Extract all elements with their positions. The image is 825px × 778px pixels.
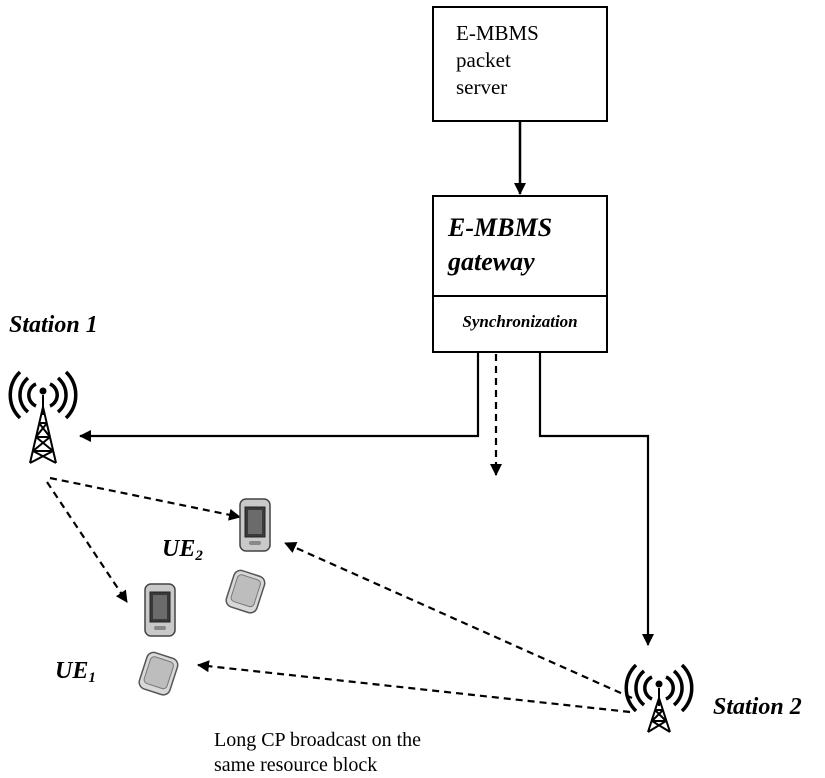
ue1-label-sub: 1 <box>88 670 96 686</box>
antenna-tower-icon <box>624 663 694 733</box>
gateway-line-1: E-MBMS <box>448 213 553 242</box>
gateway-label: E-MBMS gateway <box>448 211 552 279</box>
gateway-box: E-MBMS gateway Synchronization <box>432 195 608 353</box>
flip-phone-icon <box>144 583 176 637</box>
gateway-divider <box>434 295 606 297</box>
server-line-2: packet <box>456 48 511 72</box>
server-line-3: server <box>456 75 508 99</box>
flip-phone-icon <box>239 498 271 552</box>
ue2-label-text: UE <box>162 536 196 562</box>
synchronization-label: Synchronization <box>462 312 578 331</box>
antenna-tower-icon <box>8 370 78 464</box>
ue1-label: UE1 <box>55 658 96 687</box>
gateway-line-2: gateway <box>448 247 535 276</box>
flip-phone-icon <box>138 651 179 696</box>
flip-phone-icon <box>225 569 266 614</box>
packet-server-box: E-MBMS packet server <box>432 6 608 122</box>
packet-server-label: E-MBMS packet server <box>456 20 539 101</box>
caption-line-2: same resource block <box>214 754 378 776</box>
station2-to-ue2-dashed-arrow <box>284 541 633 700</box>
caption-line-1: Long CP broadcast on the <box>214 729 422 751</box>
station1-label: Station 1 <box>9 312 98 338</box>
station1-to-ue1-dashed-arrow <box>46 481 128 603</box>
gateway-to-station1-arrow <box>79 352 480 442</box>
station2-to-ue1-dashed-arrow <box>197 660 631 714</box>
station2-label: Station 2 <box>713 694 802 720</box>
ue1-label-text: UE <box>55 658 89 684</box>
station1-to-ue2-dashed-arrow <box>49 476 241 521</box>
caption: Long CP broadcast on the same resource b… <box>214 728 421 778</box>
ue2-label: UE2 <box>162 536 203 565</box>
gateway-to-station2-arrow <box>538 352 654 646</box>
ue2-label-sub: 2 <box>195 548 203 564</box>
server-line-1: E-MBMS <box>456 21 539 45</box>
